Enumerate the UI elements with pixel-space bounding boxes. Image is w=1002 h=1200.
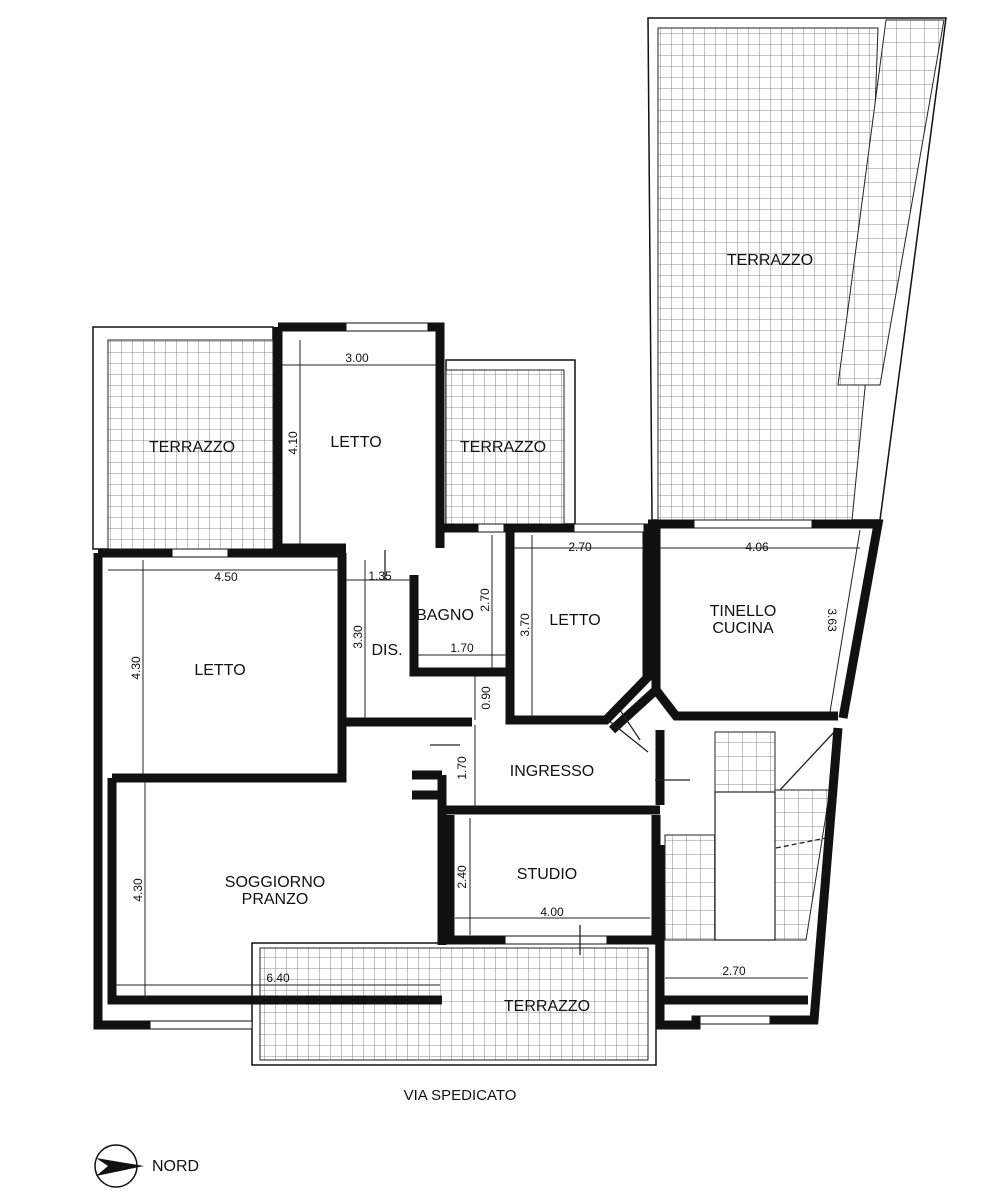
dim-bagno-width: 1.70: [450, 641, 474, 655]
terrace-nw: [92, 326, 274, 550]
room-label-terrazzo-south: TERRAZZO: [504, 998, 590, 1015]
street-name: VIA SPEDICATO: [404, 1087, 517, 1104]
room-label-terrazzo-ne: TERRAZZO: [727, 252, 813, 269]
terrace-mid: [445, 359, 576, 525]
dim-tinello-width: 4.06: [745, 540, 769, 554]
room-label-terrazzo-mid: TERRAZZO: [460, 439, 546, 456]
room-label-studio: STUDIO: [517, 866, 577, 883]
compass-label: NORD: [152, 1158, 199, 1175]
dim-ingresso-height: 1.70: [455, 756, 469, 780]
room-label-cucina: CUCINA: [712, 620, 774, 637]
dim-corridor-height: 0.90: [479, 686, 493, 710]
walls: [93, 322, 884, 1030]
dim-letto-mid-width: 2.70: [568, 540, 592, 554]
dim-dis-width: 1.35: [368, 569, 392, 583]
dim-letto-top-width: 3.00: [345, 351, 369, 365]
terrace-south: [251, 942, 657, 1066]
dim-letto-left-width: 4.50: [214, 570, 238, 584]
terrace-ne: [647, 17, 947, 521]
dim-soggiorno-height: 4.30: [131, 878, 145, 902]
dim-tinello-height: 3.63: [825, 608, 839, 632]
room-label-letto-top: LETTO: [330, 434, 381, 451]
dim-stair-width: 2.70: [722, 964, 746, 978]
stair-hall: [664, 729, 837, 1000]
room-label-dis: DIS.: [371, 642, 402, 659]
dim-letto-top-height: 4.10: [286, 431, 300, 455]
room-label-pranzo: PRANZO: [242, 891, 309, 908]
room-label-ingresso: INGRESSO: [510, 763, 594, 780]
dim-dis-height: 3.30: [351, 625, 365, 649]
dim-soggiorno-width: 6.40: [266, 971, 290, 985]
room-label-tinello: TINELLO: [710, 603, 777, 620]
dim-studio-height: 2.40: [455, 865, 469, 889]
room-label-terrazzo-nw: TERRAZZO: [149, 439, 235, 456]
dim-studio-width: 4.00: [540, 905, 564, 919]
room-label-letto-mid: LETTO: [549, 612, 600, 629]
dim-bagno-height: 2.70: [478, 588, 492, 612]
north-arrow-icon: [94, 1144, 144, 1188]
door-marks: [384, 550, 690, 955]
windows: [149, 322, 813, 1030]
dim-letto-mid-height: 3.70: [518, 613, 532, 637]
dim-letto-left-height: 4.30: [129, 656, 143, 680]
room-label-letto-left: LETTO: [194, 662, 245, 679]
room-label-soggiorno: SOGGIORNO: [225, 874, 325, 891]
room-label-bagno: BAGNO: [416, 607, 474, 624]
dimension-lines: [108, 340, 861, 998]
